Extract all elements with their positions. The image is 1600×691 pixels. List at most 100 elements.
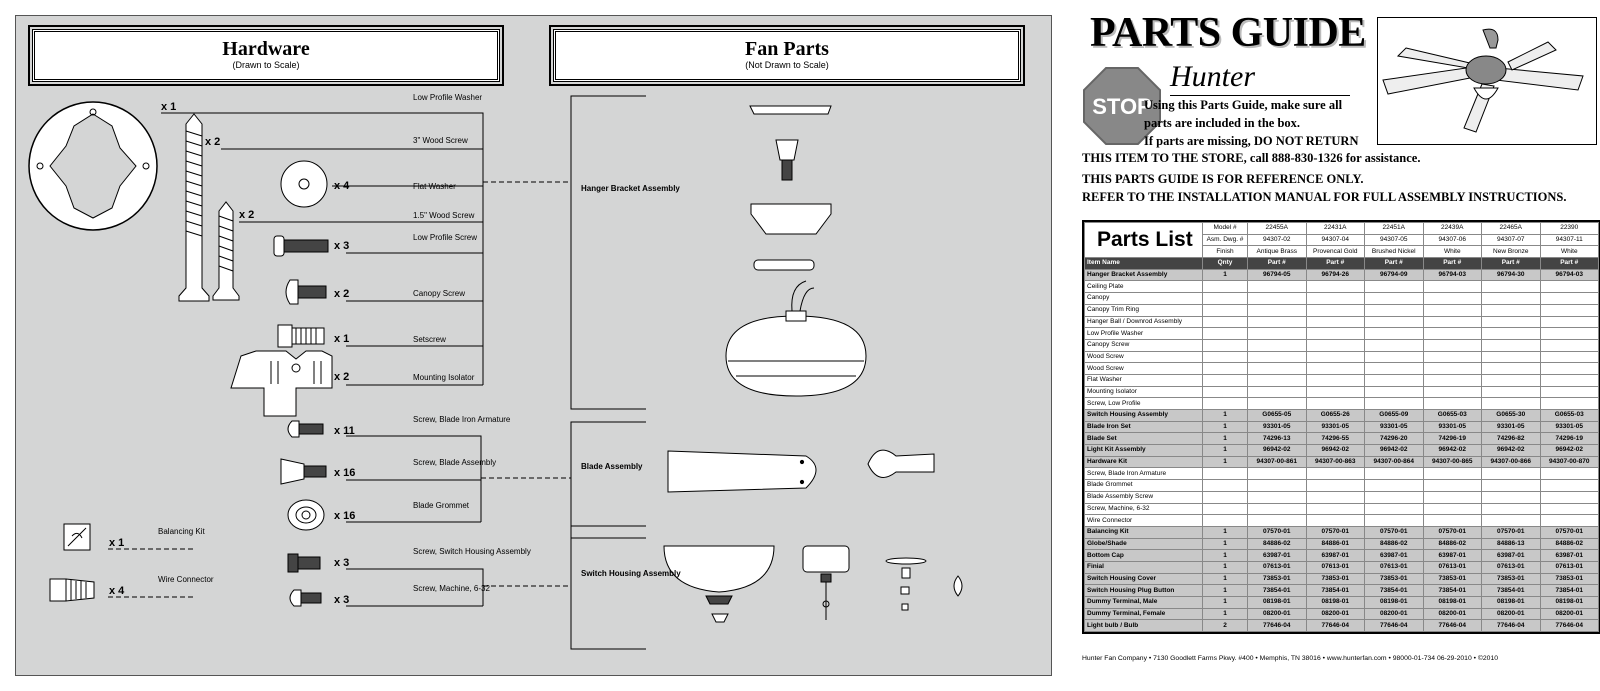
part-number-cell: 73854-01 — [1305, 584, 1365, 597]
part-number-cell: 94307-00-870 — [1539, 455, 1599, 469]
notice-line-3: If parts are missing, DO NOT RETURN — [1144, 134, 1359, 148]
part-number-cell: G0655-30 — [1481, 409, 1541, 422]
part-number-cell — [1364, 397, 1424, 410]
qty-cell — [1202, 397, 1248, 410]
table-row: Wire Connector — [1084, 514, 1599, 527]
part-number-cell — [1422, 397, 1482, 410]
item-name-cell: Blade Set — [1084, 432, 1203, 446]
part-number-cell — [1364, 502, 1424, 516]
part-number-cell — [1364, 315, 1424, 329]
part-number-cell — [1539, 362, 1599, 375]
diagram-panel: Hardware (Drawn to Scale) Fan Parts (Not… — [15, 15, 1052, 676]
part-number-cell: 73853-01 — [1481, 572, 1541, 586]
label-setscrew: Setscrew — [413, 335, 446, 344]
part-number-cell — [1247, 467, 1307, 481]
part-number-cell: 73853-01 — [1247, 572, 1307, 586]
part-number-cell — [1481, 490, 1541, 504]
part-number-cell: 96942-02 — [1481, 444, 1541, 457]
qty-blade-iron-screw: x 11 — [334, 425, 355, 437]
setscrew-icon — [277, 324, 325, 348]
flat-washer-icon — [280, 160, 328, 208]
wood-screw-1-5in-icon — [212, 201, 240, 301]
header-cell: 94307-07 — [1481, 233, 1541, 247]
part-number-cell — [1247, 315, 1307, 329]
item-name-cell: Ceiling Plate — [1084, 280, 1203, 294]
part-number-cell: 08200-01 — [1364, 607, 1424, 621]
part-number-cell: 77646-04 — [1305, 619, 1365, 633]
item-name-cell: Dummy Terminal, Female — [1084, 607, 1203, 621]
header-cell: 22451A — [1364, 222, 1424, 235]
column-header-qty: Qnty — [1202, 257, 1248, 270]
hardware-title: Hardware — [222, 38, 310, 60]
qty-cell — [1202, 490, 1248, 504]
part-number-cell: 07570-01 — [1364, 525, 1424, 539]
table-row: Hanger Ball / Downrod Assembly — [1084, 315, 1599, 329]
item-name-cell: Canopy Screw — [1084, 338, 1203, 352]
qty-cell — [1202, 502, 1248, 516]
item-name-cell: Switch Housing Assembly — [1084, 409, 1203, 422]
header-cell: 22431A — [1305, 222, 1365, 235]
part-number-cell — [1481, 385, 1541, 399]
hanger-bracket-icon — [749, 105, 832, 115]
part-number-cell — [1305, 467, 1365, 481]
header-row-label: Asm. Dwg. # — [1202, 233, 1248, 247]
item-name-cell: Blade Grommet — [1084, 479, 1203, 492]
qty-cell — [1202, 350, 1248, 364]
notice-line-4: THIS ITEM TO THE STORE, call 888-830-132… — [1082, 151, 1421, 165]
ceiling-fan-icon — [1382, 28, 1584, 133]
label-switch-housing-screw: Screw, Switch Housing Assembly — [413, 547, 531, 556]
qty-cell — [1202, 385, 1248, 399]
qty-mounting-isolator: x 2 — [334, 371, 349, 383]
part-number-cell — [1364, 338, 1424, 352]
part-number-cell: 74296-19 — [1422, 432, 1482, 446]
part-number-cell: 84886-02 — [1247, 537, 1307, 551]
part-number-cell: 96794-05 — [1247, 268, 1307, 282]
qty-cell — [1202, 292, 1248, 305]
part-number-cell — [1305, 373, 1365, 387]
item-name-cell: Light Kit Assembly — [1084, 444, 1203, 457]
column-header-part: Part # — [1481, 257, 1541, 270]
item-name-cell: Wood Screw — [1084, 350, 1203, 364]
part-number-cell — [1364, 362, 1424, 375]
part-number-cell — [1539, 338, 1599, 352]
header-cell: 94307-06 — [1422, 233, 1482, 247]
item-name-cell: Blade Assembly Screw — [1084, 490, 1203, 504]
part-number-cell — [1422, 514, 1482, 527]
part-number-cell: 73854-01 — [1364, 584, 1424, 597]
part-number-cell — [1422, 362, 1482, 375]
part-number-cell: 73853-01 — [1539, 572, 1599, 586]
part-number-cell: 08198-01 — [1305, 596, 1365, 609]
part-number-cell: 07570-01 — [1481, 525, 1541, 539]
qty-wood-screw-3in: x 2 — [205, 136, 220, 148]
part-number-cell: 77646-04 — [1481, 619, 1541, 633]
part-number-cell — [1422, 467, 1482, 481]
blade-iron-icon — [867, 449, 935, 478]
part-number-cell — [1305, 385, 1365, 399]
part-number-cell — [1305, 280, 1365, 294]
item-name-cell: Canopy Trim Ring — [1084, 303, 1203, 317]
label-low-profile-washer: Low Profile Washer — [413, 93, 482, 102]
table-row: Canopy Screw — [1084, 338, 1599, 352]
part-number-cell — [1481, 467, 1541, 481]
item-name-cell: Hanger Bracket Assembly — [1084, 268, 1203, 282]
table-row: Flat Washer — [1084, 373, 1599, 387]
item-name-cell: Switch Housing Plug Button — [1084, 584, 1203, 597]
blade-grommet-icon — [287, 499, 325, 531]
part-number-cell — [1247, 490, 1307, 504]
part-number-cell: G0655-05 — [1247, 409, 1307, 422]
qty-cell — [1202, 373, 1248, 387]
notice-line-6: REFER TO THE INSTALLATION MANUAL FOR FUL… — [1082, 190, 1567, 204]
part-number-cell — [1481, 303, 1541, 317]
column-header-part: Part # — [1539, 257, 1599, 270]
qty-cell: 1 — [1202, 596, 1248, 609]
qty-low-profile-screw: x 3 — [334, 240, 349, 252]
part-number-cell — [1539, 315, 1599, 329]
part-number-cell — [1247, 327, 1307, 340]
part-number-cell: 07570-01 — [1247, 525, 1307, 539]
label-balancing-kit: Balancing Kit — [158, 527, 205, 536]
part-number-cell: 08200-01 — [1481, 607, 1541, 621]
